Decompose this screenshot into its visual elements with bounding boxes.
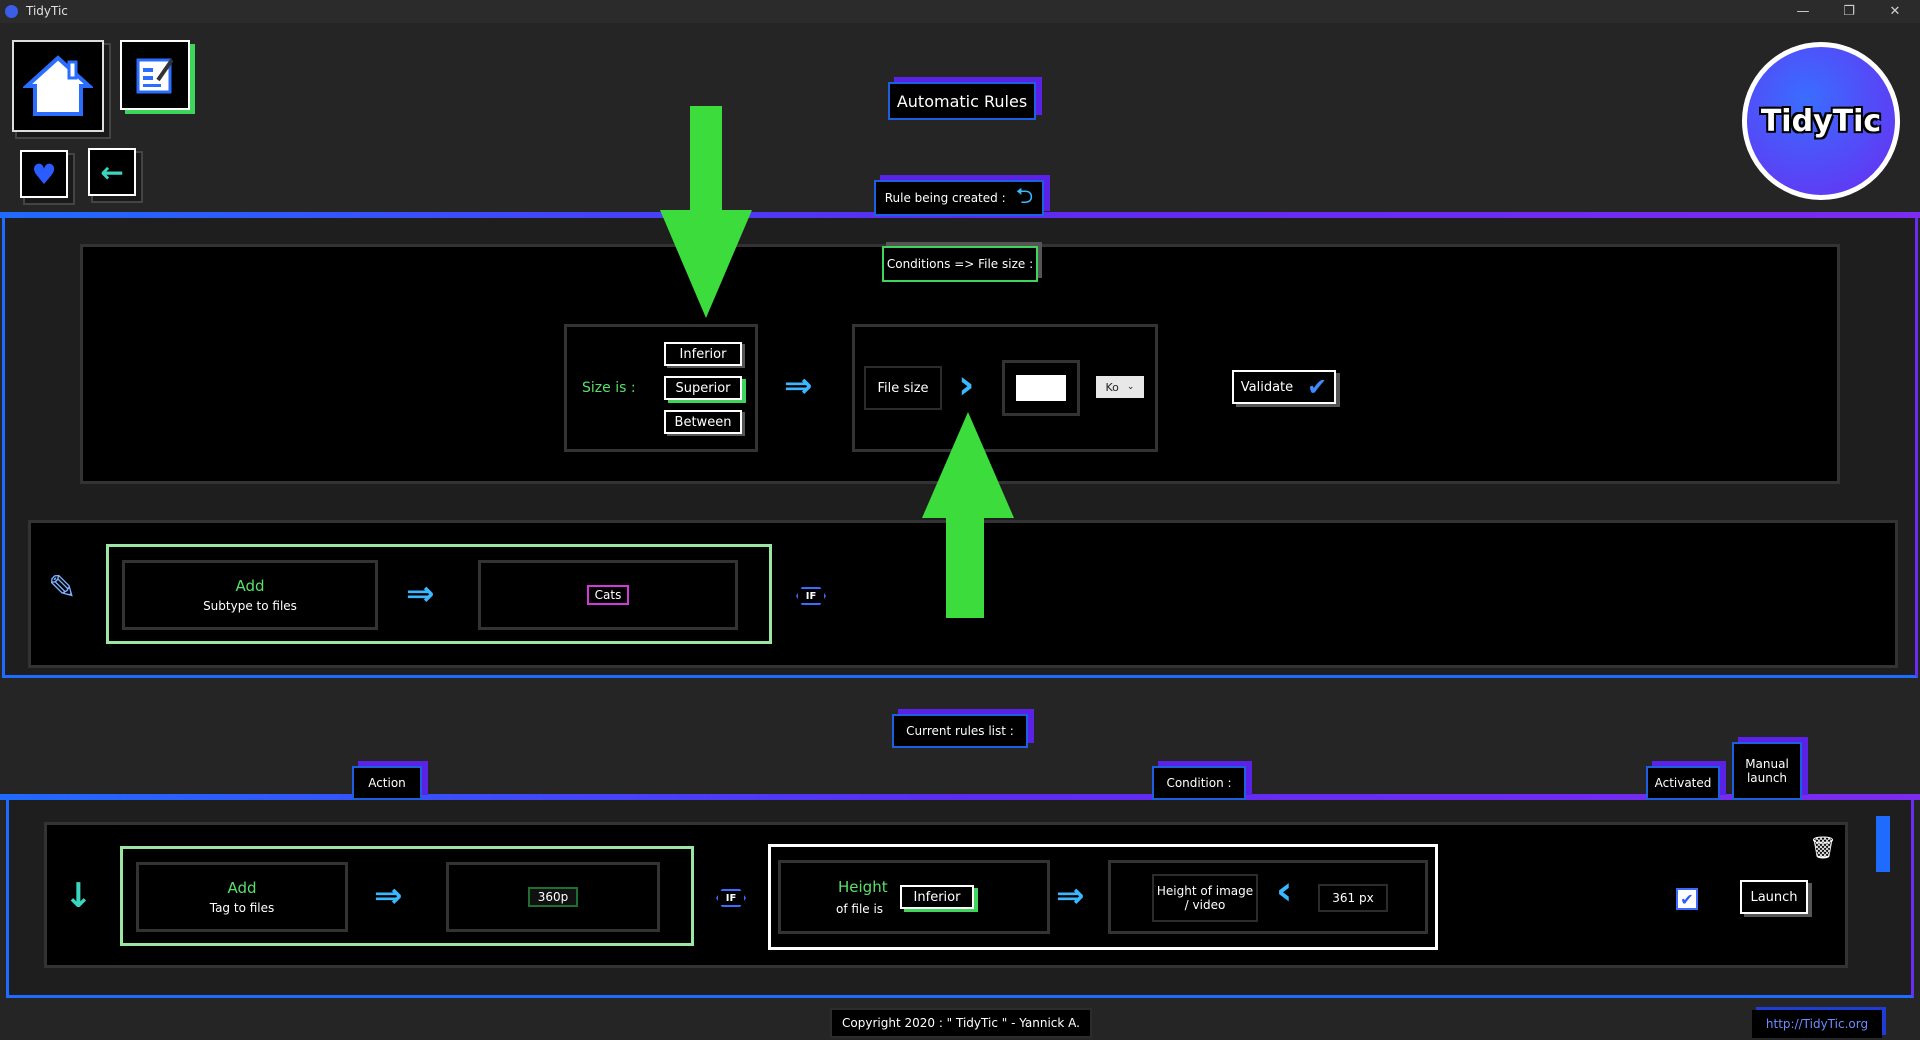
report-icon [136, 58, 174, 94]
file-size-label: File size [864, 366, 942, 410]
rule-action-value: 360p [527, 887, 579, 907]
action-verb: Add [235, 577, 265, 595]
rule-being-created-text: Rule being created : [884, 191, 1006, 205]
minimize-button[interactable]: — [1796, 4, 1810, 19]
close-button[interactable]: ✕ [1889, 4, 1901, 19]
action-verb-box: Add Subtype to files [122, 560, 378, 630]
heart-icon: ♥ [31, 157, 57, 191]
expand-down-icon[interactable]: ↓ [64, 876, 93, 916]
action-target: Subtype to files [203, 599, 297, 613]
rule-action-target: Tag to files [209, 901, 275, 915]
unit-select[interactable]: Ko ⌄ [1096, 376, 1144, 398]
website-link[interactable]: http://TidyTic.org [1752, 1010, 1882, 1038]
rule-action-value-box: 360p [446, 862, 660, 932]
rule-cond-title: Height [838, 878, 888, 896]
rule-cond-arrow-icon: ⇒ [1056, 876, 1085, 916]
undo-icon[interactable]: ⮌ [1015, 184, 1034, 209]
back-arrow-icon: ← [100, 155, 124, 189]
size-value-input[interactable] [1016, 375, 1066, 401]
rule-cond-op[interactable]: Inferior [900, 885, 974, 909]
option-superior[interactable]: Superior [664, 376, 742, 400]
home-icon [23, 55, 93, 116]
rule-action-verb-box: Add Tag to files [136, 862, 348, 932]
col-action: Action [352, 766, 422, 800]
option-inferior[interactable]: Inferior [664, 342, 742, 366]
action-arrow-icon: ⇒ [406, 574, 435, 614]
rule-cond-field: Height of image / video [1152, 874, 1258, 922]
launch-button[interactable]: Launch [1740, 880, 1808, 914]
col-activated: Activated [1646, 766, 1720, 800]
size-value-box [1002, 360, 1080, 416]
annotation-arrow-up [922, 412, 1014, 618]
checkmark-icon: ✔ [1307, 373, 1328, 401]
col-manual-launch: Manual launch [1732, 742, 1802, 800]
validate-label: Validate [1240, 379, 1294, 395]
size-is-label: Size is : [582, 380, 636, 396]
tidytic-logo: TidyTic [1742, 42, 1900, 200]
rule-cond-sub: of file is [836, 902, 884, 916]
chevron-right-icon: › [958, 362, 975, 408]
favorite-button[interactable]: ♥ [20, 150, 68, 198]
copyright: Copyright 2020 : " TidyTic " - Yannick A… [830, 1008, 1092, 1038]
back-button[interactable]: ← [88, 148, 136, 196]
rule-if-badge: IF [716, 889, 746, 907]
report-button[interactable] [120, 40, 190, 110]
rule-arrow-icon: ⇒ [374, 876, 403, 916]
rules-divider [0, 794, 1920, 800]
action-value[interactable]: Cats [586, 585, 630, 605]
action-value-box: Cats [478, 560, 738, 630]
logo-text: TidyTic [1760, 103, 1882, 139]
unit-value: Ko [1105, 380, 1119, 394]
pencil-icon[interactable]: ✎ [48, 568, 77, 608]
rule-being-created-label: Rule being created : ⮌ [874, 180, 1044, 216]
activated-checkbox[interactable]: ✔ [1676, 888, 1698, 910]
conditions-title: Conditions => File size : [882, 246, 1038, 282]
option-between[interactable]: Between [664, 410, 742, 434]
restore-button[interactable]: ❐ [1843, 4, 1855, 19]
trash-icon[interactable]: 🗑 [1809, 835, 1837, 861]
rules-list-title: Current rules list : [892, 714, 1028, 748]
window-title: TidyTic [26, 4, 68, 18]
validate-button[interactable]: Validate ✔ [1232, 370, 1336, 404]
rule-cond-value: 361 px [1318, 884, 1388, 912]
app-icon [5, 5, 18, 18]
annotation-arrow-down [660, 106, 752, 318]
chevron-left-icon: ‹ [1276, 868, 1293, 914]
window-titlebar: TidyTic — ❐ ✕ [0, 0, 1920, 23]
rule-action-verb: Add [227, 879, 257, 897]
arrow-right-icon: ⇒ [784, 366, 813, 406]
col-condition: Condition : [1152, 766, 1246, 800]
page-title: Automatic Rules [888, 82, 1036, 120]
home-button[interactable] [12, 40, 104, 132]
chevron-down-icon: ⌄ [1126, 382, 1135, 392]
rules-scrollbar[interactable] [1876, 816, 1890, 872]
if-badge: IF [796, 587, 826, 605]
